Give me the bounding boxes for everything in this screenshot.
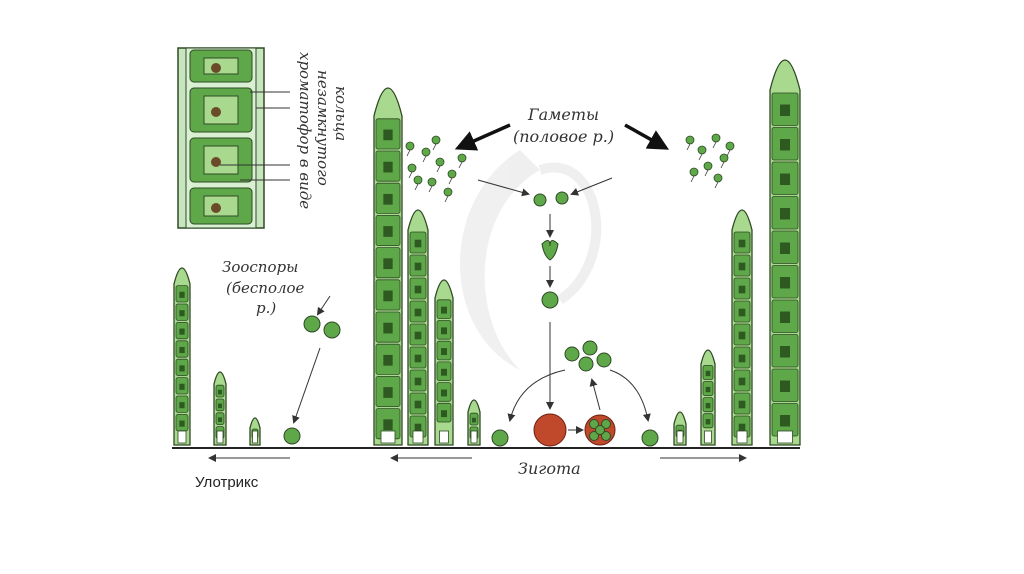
svg-text:кольца: кольца (332, 86, 350, 141)
fusion-sequence (477, 177, 659, 447)
zoospores-sublabel-2: р.) (256, 299, 276, 317)
filament-10 (731, 209, 753, 446)
gametes-arrow-right (624, 123, 670, 150)
watermark-logo (460, 150, 602, 370)
filament-5 (407, 209, 429, 446)
zoospores-sublabel: (бесполое (226, 279, 305, 297)
zygote-label: Зигота (518, 459, 581, 478)
filament-4 (373, 87, 403, 446)
filament-7 (467, 399, 481, 446)
filament-3 (249, 417, 261, 446)
chromatophore-label: хроматофор в виде незамкнутого кольца (296, 52, 350, 209)
caption-ulothrix: Улотрикс (195, 474, 259, 491)
zoospores-label: Зооспоры (222, 258, 298, 276)
gametes-sublabel: (половое р.) (513, 127, 614, 146)
zygote (533, 413, 567, 447)
svg-text:незамкнутого: незамкнутого (314, 70, 332, 186)
filament-8 (673, 411, 687, 446)
magnified-filament-inset (177, 47, 290, 229)
gametes-swarm-left (405, 135, 467, 203)
gametes-label: Гаметы (527, 105, 599, 124)
filament-2 (213, 371, 227, 446)
zoospores-group (283, 295, 341, 445)
filaments-group (173, 59, 801, 446)
filament-6 (434, 279, 454, 446)
gametes-swarm-right (685, 133, 735, 189)
filament-9 (700, 349, 716, 446)
filament-1 (173, 267, 191, 446)
svg-text:хроматофор в виде: хроматофор в виде (296, 52, 314, 209)
gametes-arrow-left (454, 123, 511, 151)
filament-11 (769, 59, 801, 446)
